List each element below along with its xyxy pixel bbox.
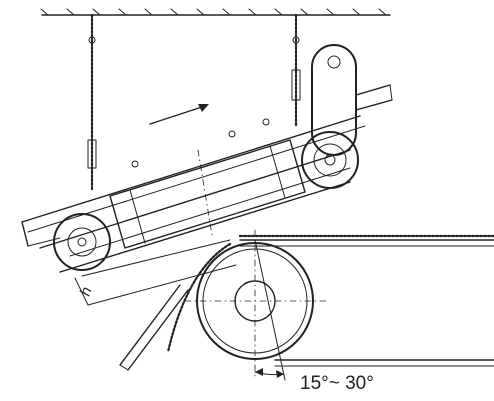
angle-label: 15°~ 30° (300, 373, 374, 394)
separator-frame (21, 115, 366, 273)
ceiling-hatch-mark (248, 8, 257, 16)
ceiling-hatch-mark (274, 8, 283, 16)
ceiling-hatch-mark (222, 8, 231, 16)
ceiling (40, 8, 391, 16)
head-pulley (184, 229, 331, 381)
ceiling-hatch-mark (352, 8, 361, 16)
suspension-chain-right (291, 13, 301, 127)
ceiling-hatch-mark (300, 8, 309, 16)
ceiling-hatch-mark (40, 8, 49, 16)
right-drum (301, 131, 359, 189)
conveyor-belt (238, 234, 494, 367)
suspension-chain-left (87, 13, 97, 192)
gap-dimension (74, 239, 237, 306)
ceiling-hatch-mark (92, 8, 101, 16)
arrow-right-up-icon (149, 104, 209, 125)
ceiling-hatch-mark (66, 8, 75, 16)
discharge-chute (119, 284, 189, 371)
drive-motor (311, 44, 393, 156)
ceiling-hatch-mark (326, 8, 335, 16)
material-trajectory (166, 242, 232, 354)
left-drum (53, 213, 111, 271)
angle-indicator (254, 239, 286, 381)
ceiling-hatch-mark (144, 8, 153, 16)
ceiling-hatch-mark (196, 8, 205, 16)
ceiling-hatch-mark (378, 8, 387, 16)
ceiling-hatch-mark (170, 8, 179, 16)
ceiling-hatch-mark (118, 8, 127, 16)
